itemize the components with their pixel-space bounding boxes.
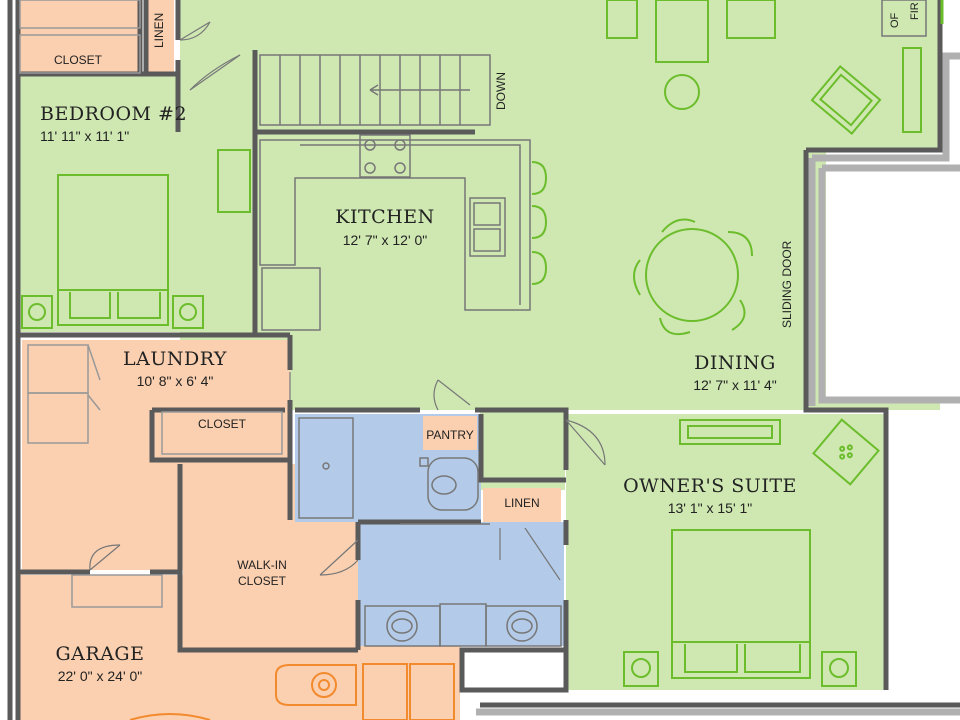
room-dims-owners-suite: 13' 1" x 15' 1": [668, 500, 753, 516]
room-name-owners-suite: OWNER'S SUITE: [623, 475, 797, 497]
laundry-fixtures: [19, 0, 283, 608]
room-dims-kitchen: 12' 7" x 12' 0": [343, 232, 428, 248]
fireplace-label-2: FIR: [909, 2, 921, 20]
walls: [7, 0, 960, 720]
outdoor-fill: [826, 152, 960, 400]
kitchen-counters: [259, 134, 531, 331]
linen-top-fill: [148, 0, 174, 74]
down-label: DOWN: [494, 72, 508, 110]
room-dims-garage: 22' 0" x 24' 0": [58, 668, 143, 684]
room-dims-bedroom2: 11' 11" x 11' 1": [40, 128, 129, 144]
room-name-laundry: LAUNDRY: [123, 348, 227, 370]
linen-top-label: LINEN: [152, 13, 166, 48]
garage-fixtures: [129, 663, 455, 720]
walkin-label-line2: CLOSET: [238, 574, 287, 588]
room-dims-dining: 12' 7" x 11' 4": [693, 377, 777, 393]
closet-top-label: CLOSET: [54, 53, 103, 67]
living-furniture: [217, 0, 922, 213]
top-closets-fill: [20, 0, 140, 74]
room-dims-laundry: 10' 8" x 6' 4": [137, 373, 214, 389]
owners-suite-furniture: [623, 418, 880, 687]
stairs: [259, 54, 491, 126]
bar-stools: [531, 161, 548, 285]
bedroom2-furniture: [21, 174, 204, 329]
room-name-dining: DINING: [694, 352, 776, 374]
pantry-label: PANTRY: [426, 428, 474, 442]
sliding-door-label: SLIDING DOOR: [780, 240, 794, 328]
room-name-kitchen: KITCHEN: [335, 206, 434, 228]
owners-suite-fill: [566, 414, 886, 690]
bath-fixtures: [298, 417, 562, 647]
closet-laundry-label: CLOSET: [198, 417, 247, 431]
dining-fill: [295, 330, 805, 410]
room-name-garage: GARAGE: [56, 643, 145, 665]
doors: [89, 21, 606, 581]
pantry-fill: [423, 416, 477, 450]
dining-table: [633, 218, 753, 336]
fireplace: [881, 0, 927, 37]
linen-bath-fill: [483, 488, 561, 522]
fireplace-label-1: OF: [889, 12, 901, 28]
room-name-bedroom2: BEDROOM #2: [40, 103, 187, 125]
hall-fill: [480, 410, 565, 490]
walkin-label-line1: WALK-IN: [237, 558, 287, 572]
exterior-walls: [476, 52, 960, 716]
linen-bath-label: LINEN: [504, 496, 539, 510]
